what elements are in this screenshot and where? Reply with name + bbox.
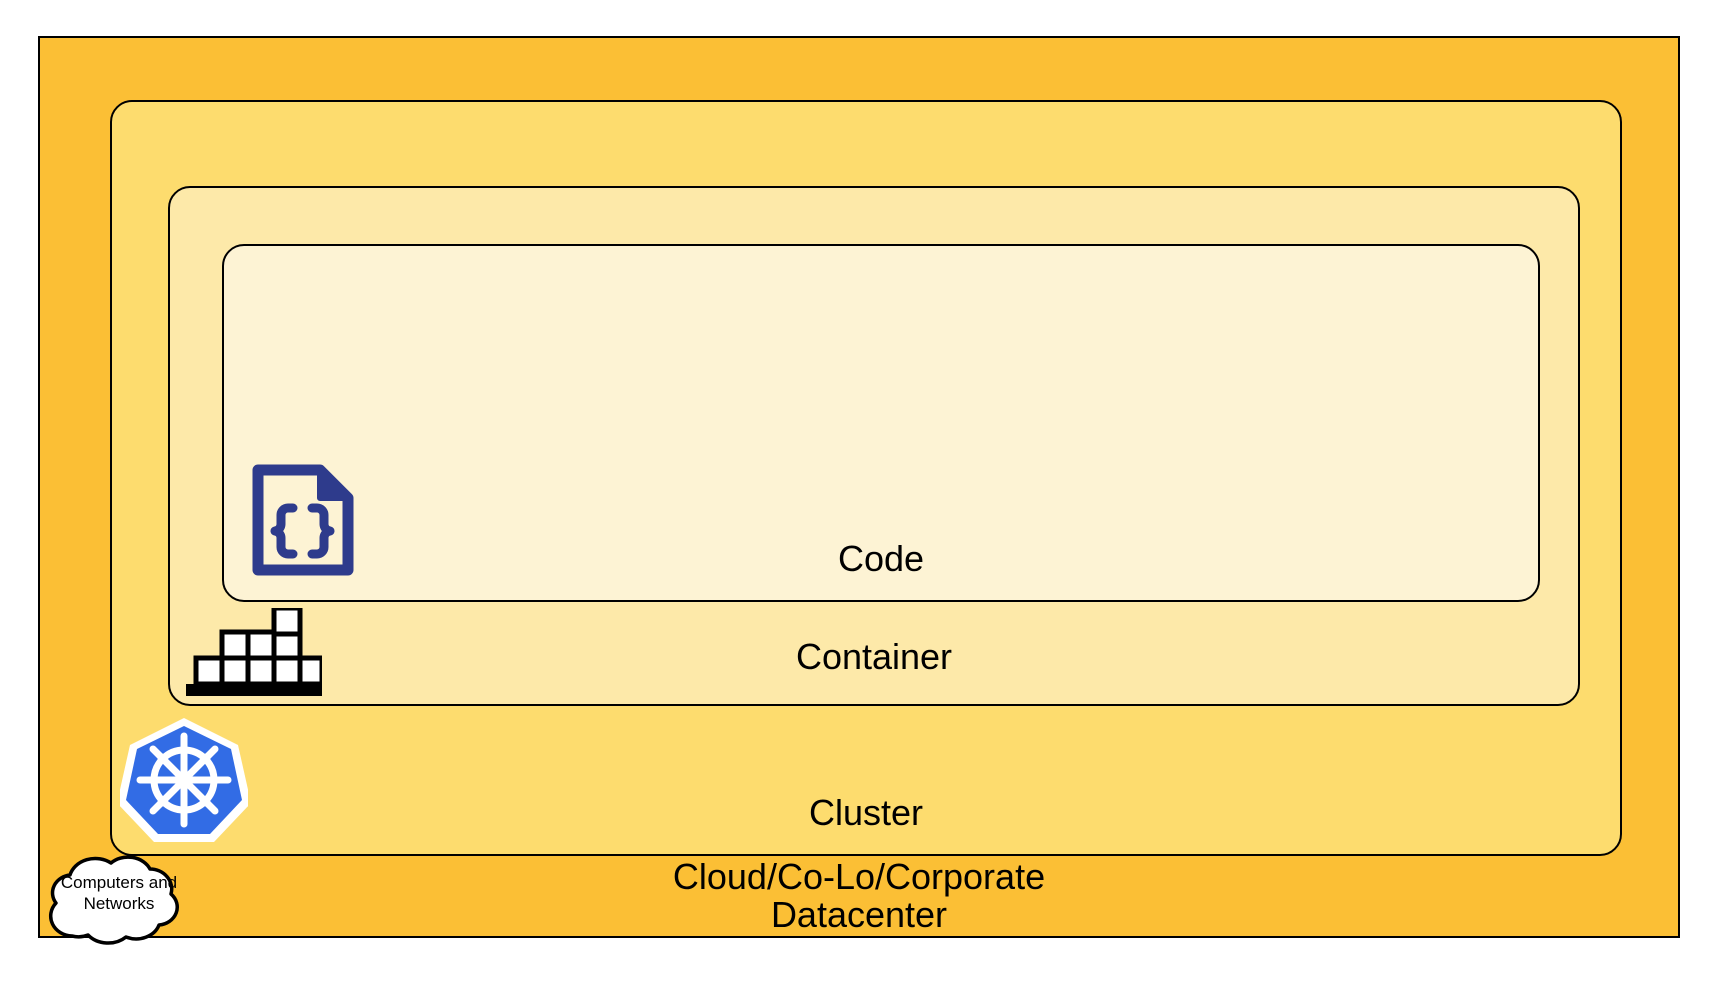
json-document-icon xyxy=(252,464,354,576)
kubernetes-icon xyxy=(120,718,248,842)
layer-label-container: Container xyxy=(795,636,953,677)
layer-label-datacenter-line2: Datacenter xyxy=(770,894,948,935)
container-stack-icon xyxy=(186,608,322,696)
layer-label-datacenter-line1: Cloud/Co-Lo/Corporate xyxy=(672,856,1046,897)
cloud-icon[interactable] xyxy=(34,850,204,960)
layer-label-code: Code xyxy=(837,538,925,579)
layer-label-datacenter: Cloud/Co-Lo/Corporate Datacenter xyxy=(38,858,1680,934)
layer-box-code[interactable] xyxy=(222,244,1540,602)
layer-label-cluster: Cluster xyxy=(808,792,924,833)
